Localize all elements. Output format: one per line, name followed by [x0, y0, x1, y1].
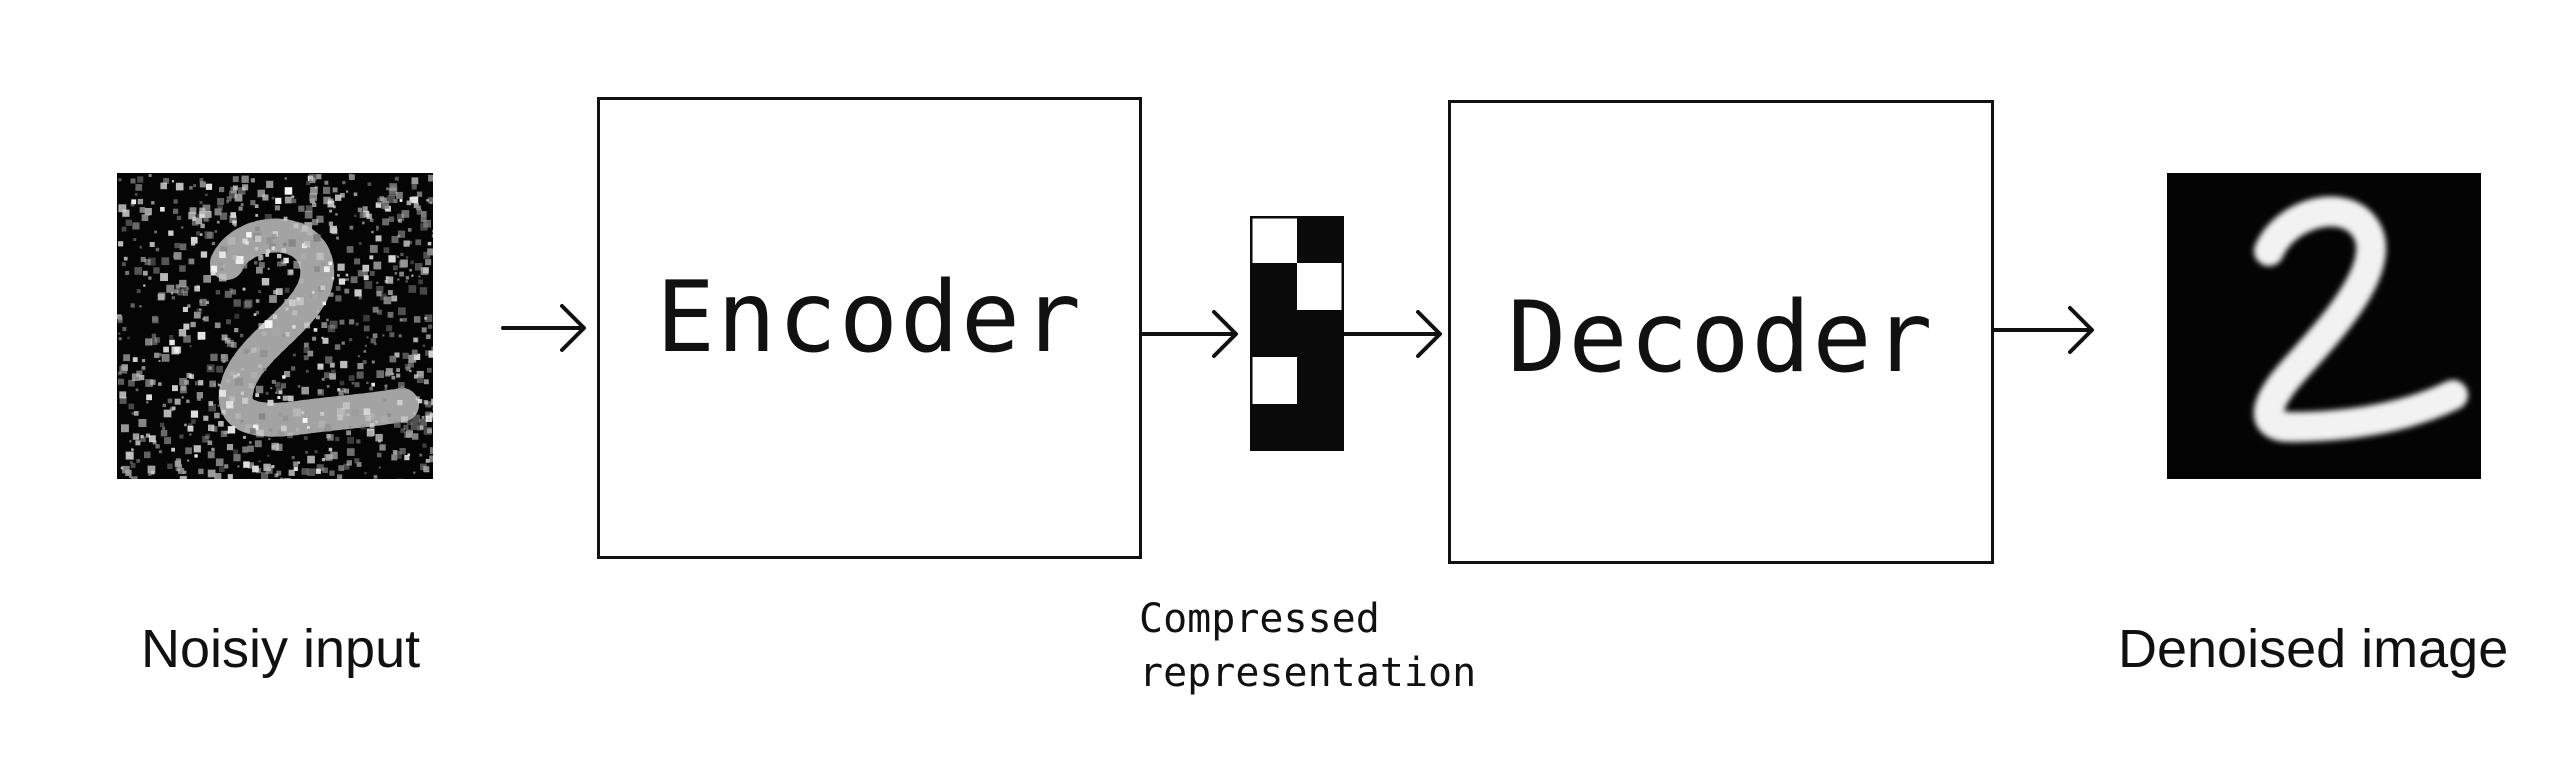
arrow-decoder-to-output — [1992, 306, 2094, 354]
compressed-caption-line2: representation — [1139, 650, 1477, 696]
latent-cell — [1297, 216, 1344, 263]
compressed-caption-line1: Compressed — [1139, 596, 1380, 642]
arrow-latent-to-decoder — [1342, 310, 1442, 358]
latent-cell — [1297, 263, 1344, 310]
denoised-image-caption: Denoised image — [2118, 619, 2509, 679]
noisy-input-caption: Noisiy input — [141, 619, 421, 679]
arrow-encoder-to-latent — [1140, 310, 1238, 358]
encoder-block: Encoder — [597, 97, 1142, 559]
compressed-representation-grid — [1250, 216, 1344, 451]
denoised-output-image — [2167, 173, 2481, 479]
latent-cell — [1250, 263, 1297, 310]
latent-cell — [1250, 310, 1297, 357]
latent-cell — [1297, 310, 1344, 357]
compressed-representation-caption: Compressed representation — [1139, 592, 1476, 700]
latent-cell — [1297, 404, 1344, 451]
latent-cell — [1250, 357, 1297, 404]
noise-specks — [117, 173, 433, 479]
latent-border — [1250, 216, 1344, 451]
latent-cell — [1297, 357, 1344, 404]
encoder-label: Encoder — [655, 261, 1083, 375]
noisy-digit-graphic — [117, 173, 433, 479]
decoder-label: Decoder — [1507, 281, 1935, 395]
latent-cell — [1250, 404, 1297, 451]
decoder-block: Decoder — [1448, 100, 1994, 564]
noisy-input-image — [117, 173, 433, 479]
latent-cell — [1250, 216, 1297, 263]
clean-digit-graphic — [2253, 196, 2468, 442]
latent-code-cells — [1250, 216, 1344, 451]
arrow-input-to-encoder — [501, 304, 586, 352]
